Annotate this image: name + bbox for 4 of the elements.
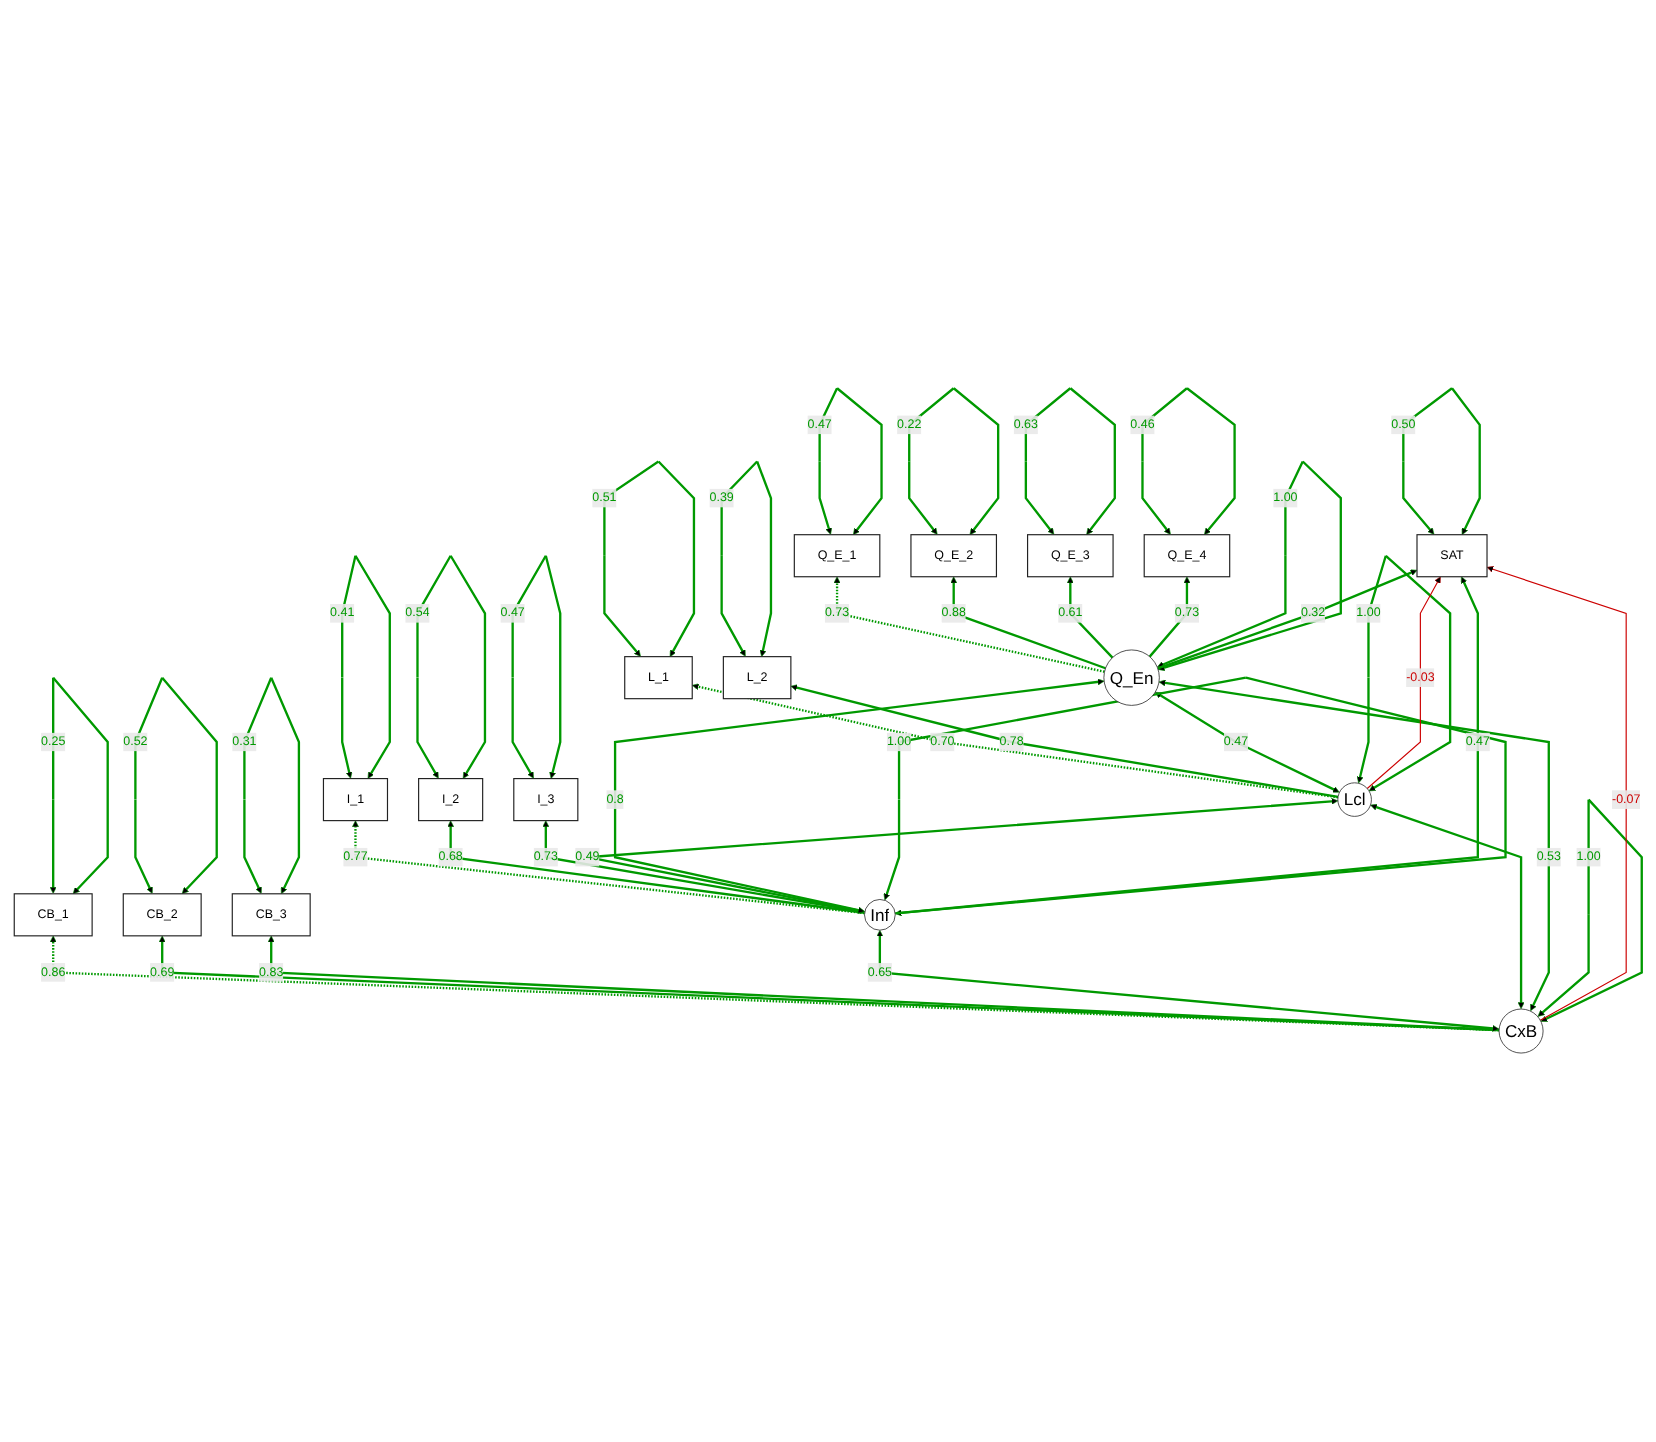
- latent-variable-circle: Lcl: [1337, 782, 1372, 818]
- latent-variable-circle: Q_En: [1103, 649, 1160, 707]
- latent-variable-circle: Inf: [864, 899, 896, 931]
- latent-variable-circle: CxB: [1498, 1008, 1544, 1054]
